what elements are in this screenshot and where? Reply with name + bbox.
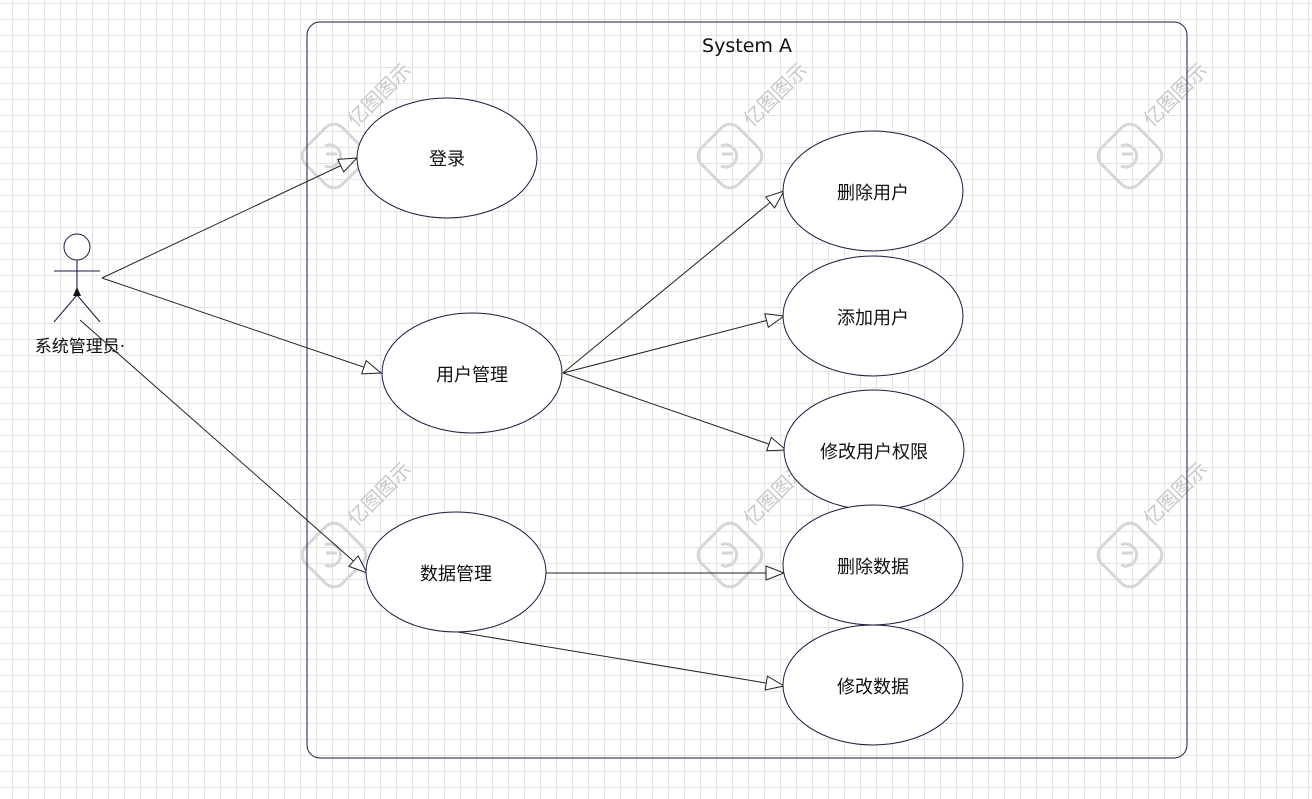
association-modify-perm[interactable] bbox=[562, 372, 786, 450]
watermark-text: 亿图图示 bbox=[343, 457, 417, 531]
use-case-data-mgmt-label: 数据管理 bbox=[420, 564, 492, 585]
association-data-mgmt[interactable] bbox=[79, 319, 367, 573]
watermark-text: 亿图图示 bbox=[739, 58, 813, 132]
system-title: System A bbox=[702, 35, 792, 57]
use-case-delete-user-label: 删除用户 bbox=[837, 183, 909, 204]
use-case-modify-data-label: 修改数据 bbox=[837, 677, 909, 698]
association-modify-data[interactable] bbox=[451, 630, 784, 686]
use-case-login-label: 登录 bbox=[429, 149, 465, 170]
actor-stick-figure-icon bbox=[53, 233, 101, 323]
use-case-user-mgmt-label: 用户管理 bbox=[436, 365, 508, 386]
actor[interactable]: 系统管理员· bbox=[35, 233, 125, 357]
use-case-delete-data-label: 删除数据 bbox=[837, 557, 909, 578]
use-case-add-user[interactable]: 添加用户 bbox=[782, 255, 964, 377]
watermark-text: 亿图图示 bbox=[1139, 457, 1213, 531]
watermark-text: 亿图图示 bbox=[1139, 58, 1213, 132]
use-case-add-user-label: 添加用户 bbox=[837, 308, 909, 329]
use-case-modify-perm[interactable]: 修改用户权限 bbox=[783, 389, 965, 511]
use-case-delete-user[interactable]: 删除用户 bbox=[782, 130, 964, 252]
actor-label: 系统管理员· bbox=[35, 337, 125, 357]
use-case-delete-data[interactable]: 删除数据 bbox=[782, 504, 964, 626]
use-case-modify-data[interactable]: 修改数据 bbox=[782, 624, 964, 746]
actor-anchor-icon bbox=[73, 287, 81, 296]
association-add-user[interactable] bbox=[562, 316, 784, 374]
association-user-mgmt[interactable] bbox=[101, 277, 381, 373]
association-login[interactable] bbox=[101, 158, 357, 279]
system-boundary[interactable] bbox=[306, 21, 1188, 759]
association-delete-user[interactable] bbox=[562, 191, 784, 374]
use-case-login[interactable]: 登录 bbox=[356, 97, 538, 219]
use-case-modify-perm-label: 修改用户权限 bbox=[820, 442, 928, 463]
use-case-data-mgmt[interactable]: 数据管理 bbox=[365, 511, 547, 633]
use-case-user-mgmt[interactable]: 用户管理 bbox=[381, 312, 563, 434]
association-lines bbox=[79, 158, 786, 686]
